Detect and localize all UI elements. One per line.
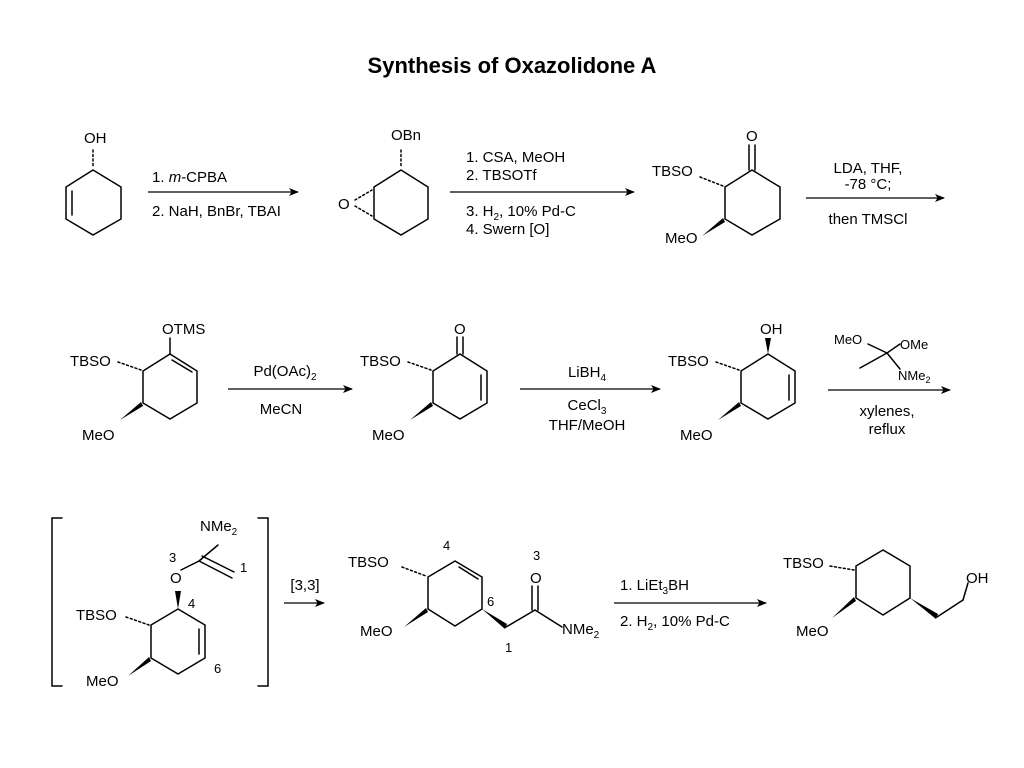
step-1-reagent-2: 2. NaH, BnBr, TBAI [152, 203, 281, 220]
step-8-reagent-2: 2. H2, 10% Pd-C [620, 613, 730, 633]
step-4: Pd(OAc)2 MeCN [228, 363, 353, 418]
compound-epoxide: OBn O [338, 127, 429, 236]
epoxide-o-label: O [338, 196, 350, 213]
step-7-reagent-1: [3,3] [290, 577, 319, 594]
compound-cyclohexenol: OH [65, 130, 122, 236]
meo-label: MeO [372, 427, 405, 444]
compound-enone: O TBSO MeO [360, 321, 488, 444]
tbso-label: TBSO [76, 607, 117, 624]
compound-amide: O NMe2 4 3 6 1 TBSO MeO [348, 538, 600, 655]
step-6: xylenes, reflux [828, 386, 951, 438]
step-2-reagent-4: 4. Swern [O] [466, 221, 549, 238]
tbso-label: TBSO [360, 353, 401, 370]
nme2-label: NMe2 [898, 368, 930, 385]
meo-label: MeO [86, 673, 119, 690]
step-2-reagent-3: 3. H2, 10% Pd-C [466, 203, 576, 223]
tbso-label: TBSO [783, 555, 824, 572]
compound-final-alcohol: OH TBSO MeO [783, 549, 989, 640]
meo-label: MeO [680, 427, 713, 444]
tbso-label: TBSO [668, 353, 709, 370]
step-2: 1. CSA, MeOH 2. TBSOTf 3. H2, 10% Pd-C 4… [450, 149, 635, 238]
oh-label: OH [760, 321, 783, 338]
scheme-title: Synthesis of Oxazolidone A [368, 53, 657, 78]
nme2-label: NMe2 [200, 518, 238, 538]
step-8: 1. LiEt3BH 2. H2, 10% Pd-C [614, 577, 767, 633]
step-3: LDA, THF, -78 °C; then TMSCl [806, 160, 945, 228]
step-3-reagent-2: -78 °C; [845, 176, 892, 193]
position-1-label: 1 [505, 640, 512, 655]
meo-label: MeO [834, 332, 862, 347]
position-3-label: 3 [169, 550, 176, 565]
compound-allylic-alcohol: OH TBSO MeO [668, 321, 796, 444]
meo-label: MeO [665, 230, 698, 247]
otms-label: OTMS [162, 321, 205, 338]
step-2-reagent-1: 1. CSA, MeOH [466, 149, 565, 166]
position-6-label: 6 [487, 594, 494, 609]
tbso-label: TBSO [652, 163, 693, 180]
position-6-label: 6 [214, 661, 221, 676]
tbso-label: TBSO [70, 353, 111, 370]
step-4-reagent-1: Pd(OAc)2 [253, 363, 317, 383]
compound-ketone: O TBSO MeO [652, 128, 781, 247]
step-1-reagent-1: 1. m-CPBA [152, 169, 227, 186]
meo-label: MeO [82, 427, 115, 444]
obn-label: OBn [391, 127, 421, 144]
compound-ketene-aminal: O NMe2 3 1 4 6 TBSO MeO [76, 518, 247, 690]
meo-label: MeO [360, 623, 393, 640]
step-6-reagent-1: xylenes, [859, 403, 914, 420]
enone-o-label: O [454, 321, 466, 338]
reagent-amide-acetal: MeO OMe NMe2 [834, 332, 930, 385]
compound-silyl-enol-ether: OTMS TBSO MeO [70, 321, 205, 444]
step-1: 1. m-CPBA 2. NaH, BnBr, TBAI [148, 169, 299, 220]
step-7: [3,3] [284, 577, 325, 607]
meo-label: MeO [796, 623, 829, 640]
intermediate-brackets [51, 517, 269, 687]
oh-label: OH [966, 570, 989, 587]
step-6-reagent-2: reflux [869, 421, 906, 438]
step-5-reagent-3: THF/MeOH [549, 417, 626, 434]
step-5: LiBH4 CeCl3 THF/MeOH [520, 364, 661, 434]
position-3-label: 3 [533, 548, 540, 563]
step-3-reagent-1: LDA, THF, [834, 160, 903, 177]
step-5-reagent-2: CeCl3 [568, 397, 607, 417]
step-5-reagent-1: LiBH4 [568, 364, 607, 384]
position-4-label: 4 [188, 596, 195, 611]
ether-o-label: O [170, 570, 182, 587]
step-4-reagent-2: MeCN [260, 401, 303, 418]
step-8-reagent-1: 1. LiEt3BH [620, 577, 689, 597]
position-4-label: 4 [443, 538, 450, 553]
amide-o-label: O [530, 570, 542, 587]
ome-label: OMe [900, 337, 928, 352]
step-2-reagent-2: 2. TBSOTf [466, 167, 537, 184]
oh-label: OH [84, 130, 107, 147]
position-1-label: 1 [240, 560, 247, 575]
step-3-reagent-3: then TMSCl [829, 211, 908, 228]
nme2-label: NMe2 [562, 621, 600, 641]
ketone-o-label: O [746, 128, 758, 145]
tbso-label: TBSO [348, 554, 389, 571]
